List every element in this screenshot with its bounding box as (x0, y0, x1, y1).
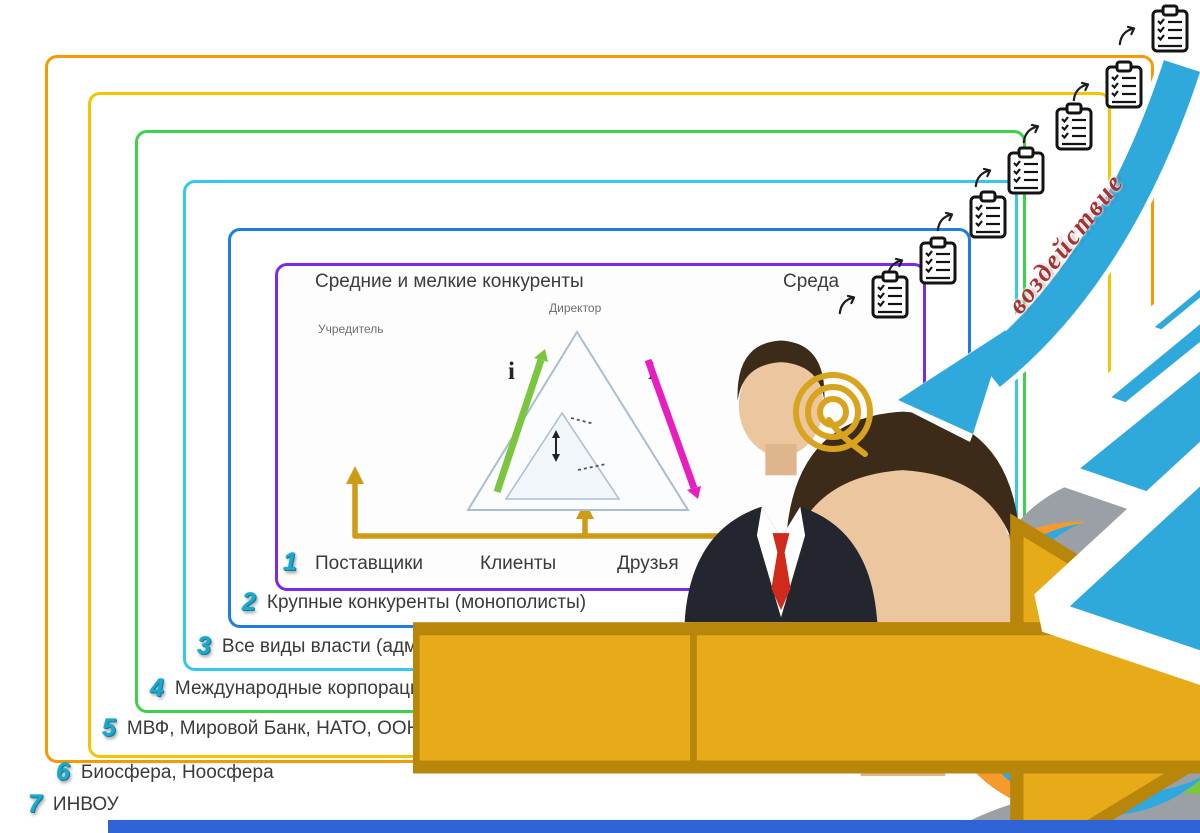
layer-badge-3: 3 (197, 632, 211, 660)
layer-text-2: Крупные конкуренты (монополисты) (266, 591, 587, 613)
bottom-bar (108, 820, 1200, 833)
info-mark-left: i (508, 358, 515, 385)
layer-badge-2: 2 (242, 588, 256, 616)
layer-badge-4: 4 (150, 674, 164, 702)
layer-badge-7: 7 (28, 790, 42, 818)
layer-badge-1: 1 (283, 548, 297, 576)
impact-arrow (893, 42, 1200, 442)
clipboard-icon-4 (1007, 146, 1045, 195)
layer-badge-5: 5 (102, 714, 116, 742)
director-label: Директор (549, 301, 602, 315)
clipboard-icon-7 (871, 270, 909, 319)
relation-connectors (552, 417, 607, 471)
layer-label-5: 5 МВФ, Мировой Банк, НАТО, ООН и пр. (102, 716, 468, 741)
row-item-clients: Клиенты (480, 553, 557, 574)
layer-label-6: 6 Биосфера, Ноосфера (56, 760, 274, 785)
pick-arrow-icon-2 (1072, 81, 1090, 102)
inner-title-environment: Среда (783, 271, 840, 292)
pick-arrow-icon-1 (1118, 25, 1136, 46)
pick-arrow-icon-5 (936, 211, 954, 232)
row-item-suppliers: Поставщики (315, 553, 424, 574)
clipboard-icon-3 (1055, 102, 1093, 151)
layer-badge-6: 6 (56, 758, 70, 786)
layer-text-7: ИНВОУ (52, 793, 119, 815)
clipboard-icon-5 (969, 190, 1007, 239)
clipboard-icon-6 (919, 236, 957, 285)
row-item-friends: Друзья (617, 553, 679, 574)
pick-arrow-icon-7 (838, 294, 856, 315)
layer-text-6: Биосфера, Ноосфера (80, 761, 274, 783)
pick-arrow-icon-4 (974, 167, 992, 188)
clipboard-icon-1 (1151, 4, 1189, 53)
pick-arrow-icon-3 (1022, 123, 1040, 144)
layer-label-2: 2 Крупные конкуренты (монополисты) (242, 590, 586, 615)
target-spiral-icon (793, 372, 873, 457)
layer-label-7: 7 ИНВОУ (28, 792, 119, 817)
clipboard-icon-2 (1105, 60, 1143, 109)
down-flow-arrow (644, 358, 701, 499)
layer-text-5: МВФ, Мировой Банк, НАТО, ООН и пр. (126, 717, 468, 739)
inner-title-competitors: Средние и мелкие конкуренты (315, 271, 584, 292)
founder-label: Учредитель (318, 322, 384, 336)
up-flow-arrow (493, 349, 548, 494)
